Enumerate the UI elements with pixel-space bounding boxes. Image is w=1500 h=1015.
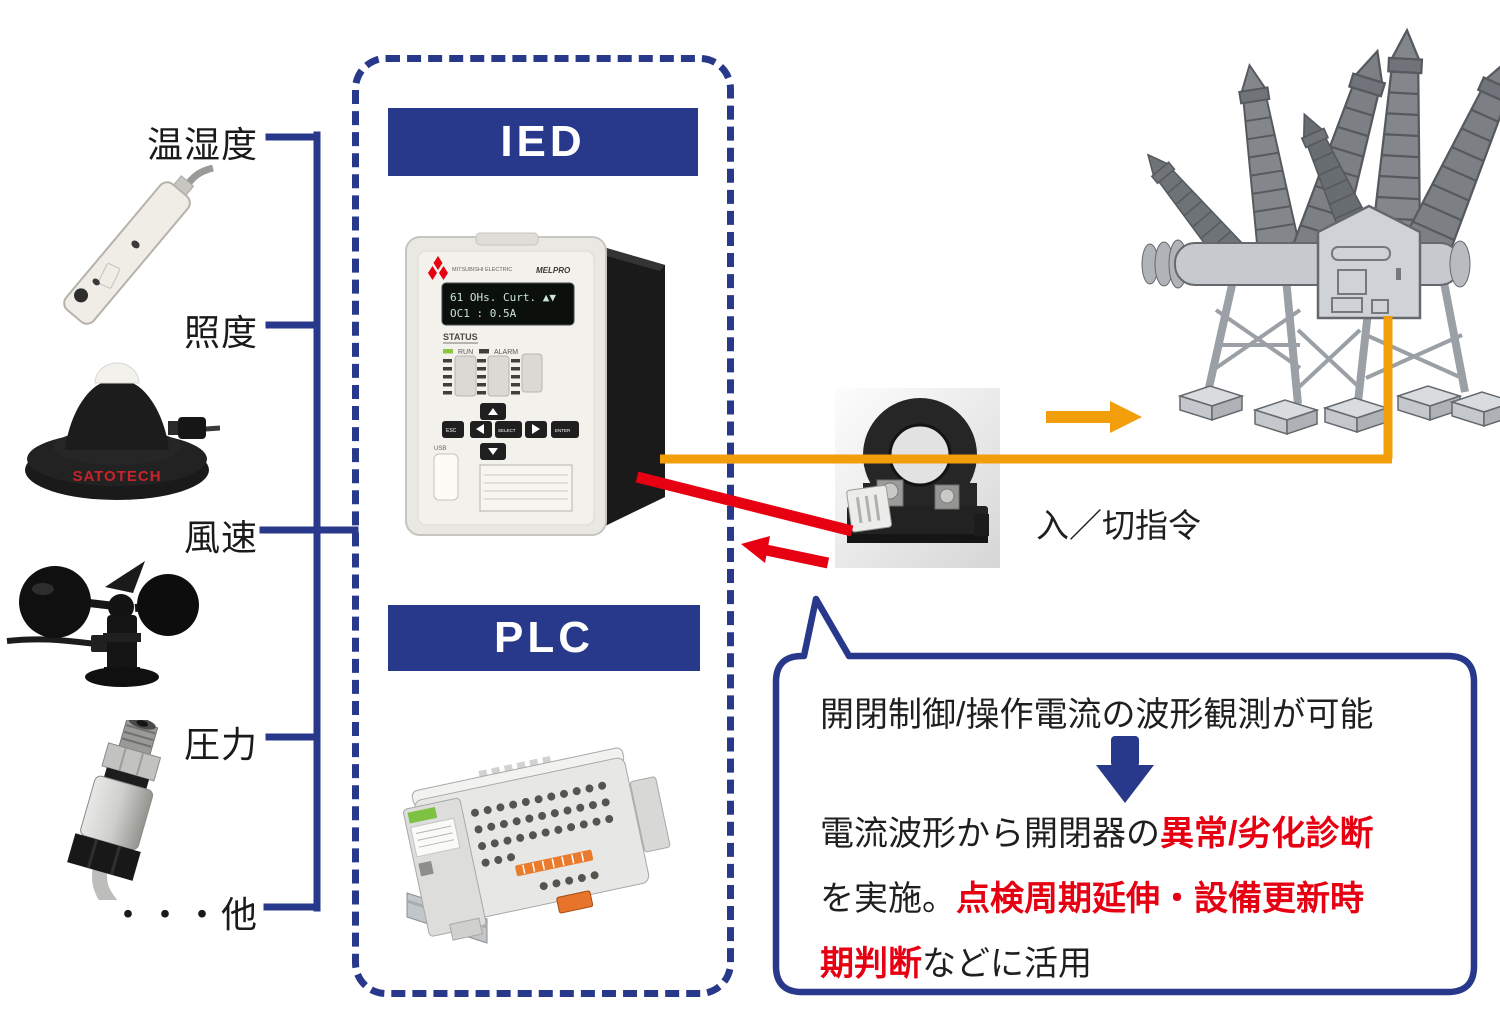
sensor-cable bbox=[6, 636, 98, 647]
up-arrow-key-icon bbox=[488, 408, 498, 415]
ied-alarm-label: ALARM bbox=[494, 349, 518, 356]
illuminance-sensor-image: SATOTECH bbox=[25, 362, 220, 500]
ied-section-label: IED bbox=[388, 108, 698, 176]
plc-orange-connector bbox=[556, 890, 594, 914]
breaker-control-cabinet bbox=[1316, 204, 1422, 320]
ct-connector bbox=[846, 485, 892, 533]
plc-device-image bbox=[403, 747, 671, 944]
ied-status-label: STATUS bbox=[443, 332, 478, 342]
ied-lcd-line1: 61 OHs. Curt. ▲▼ bbox=[450, 291, 556, 304]
callout-line-3-black: を実施。 bbox=[820, 880, 956, 918]
sensor-label-illuminance: 照度 bbox=[183, 312, 258, 353]
ied-section-label-text: IED bbox=[500, 117, 586, 166]
ied-lcd-line2: OC1 : 0.5A bbox=[450, 307, 517, 320]
callout-line-2: 電流波形から開閉器の異常/劣化診断 bbox=[820, 806, 1373, 855]
callout-line-4-black: などに活用 bbox=[922, 945, 1092, 983]
temperature-humidity-sensor-image bbox=[63, 165, 214, 325]
left-arrow-key-icon bbox=[476, 424, 484, 434]
ied-keypad: ESC SELECT ENTER bbox=[442, 403, 579, 460]
plc-green-sticker bbox=[407, 806, 438, 824]
usb-cover bbox=[433, 453, 459, 501]
pressure-sensor-image bbox=[67, 720, 162, 900]
ied-brand-label: MITSUBISHI ELECTRIC bbox=[452, 267, 512, 273]
right-arrow-key-icon bbox=[532, 424, 540, 434]
select-key-label: SELECT bbox=[498, 428, 516, 433]
down-arrow-key-icon bbox=[488, 448, 498, 455]
sensor-label-wind-speed: 風速 bbox=[183, 517, 258, 558]
ied-heatsink-side bbox=[603, 247, 665, 527]
sensor-cable bbox=[92, 863, 139, 900]
callout-line-4-red: 期判断 bbox=[820, 945, 922, 983]
ied-run-label: RUN bbox=[458, 349, 473, 356]
alarm-led bbox=[479, 349, 489, 354]
callout-line-4: 期判断などに活用 bbox=[820, 936, 1092, 985]
callout-line-3: を実施。点検周期延伸・設備更新時 bbox=[820, 871, 1364, 920]
on-off-command-label: 入／切指令 bbox=[1036, 507, 1201, 544]
callout-line-2-red: 異常/劣化診断 bbox=[1160, 815, 1374, 853]
enter-key-label: ENTER bbox=[555, 428, 571, 433]
ied-name-plate bbox=[479, 464, 573, 512]
ied-lcd-display bbox=[441, 282, 575, 326]
wind-speed-sensor-image bbox=[6, 561, 199, 687]
esc-key-label: ESC bbox=[446, 428, 457, 434]
sensor-label-others: ・・・他 bbox=[109, 894, 258, 935]
sensor-bracket-lines bbox=[259, 131, 359, 912]
callout-line-3-red: 点検周期延伸・設備更新時 bbox=[956, 880, 1364, 918]
mitsubishi-logo-icon bbox=[428, 256, 448, 280]
circuit-breaker-image bbox=[1135, 27, 1500, 435]
ied-usb-label: USB bbox=[434, 446, 446, 452]
sensor-brand-label: SATOTECH bbox=[72, 468, 161, 485]
callout-line-2-black: 電流波形から開閉器の bbox=[820, 815, 1160, 853]
current-sensor-image bbox=[835, 388, 1000, 568]
ied-device-image: MITSUBISHI ELECTRIC MELPRO 61 OHs. Curt.… bbox=[405, 232, 665, 536]
run-led bbox=[443, 349, 453, 354]
breaker-support-lattice bbox=[1204, 267, 1469, 405]
measurement-arrow-red bbox=[741, 536, 830, 569]
plc-section-label: PLC bbox=[388, 605, 700, 671]
sensor-label-pressure: 圧力 bbox=[183, 724, 258, 765]
callout-line-1: 開閉制御/操作電流の波形観測が可能 bbox=[820, 696, 1374, 734]
callout-down-arrow-icon bbox=[1096, 736, 1154, 803]
plc-section-label-text: PLC bbox=[494, 613, 594, 662]
callout-bubble bbox=[772, 595, 1478, 996]
ied-model-label: MELPRO bbox=[536, 266, 571, 275]
sensor-label-temperature-humidity: 温湿度 bbox=[146, 124, 258, 165]
